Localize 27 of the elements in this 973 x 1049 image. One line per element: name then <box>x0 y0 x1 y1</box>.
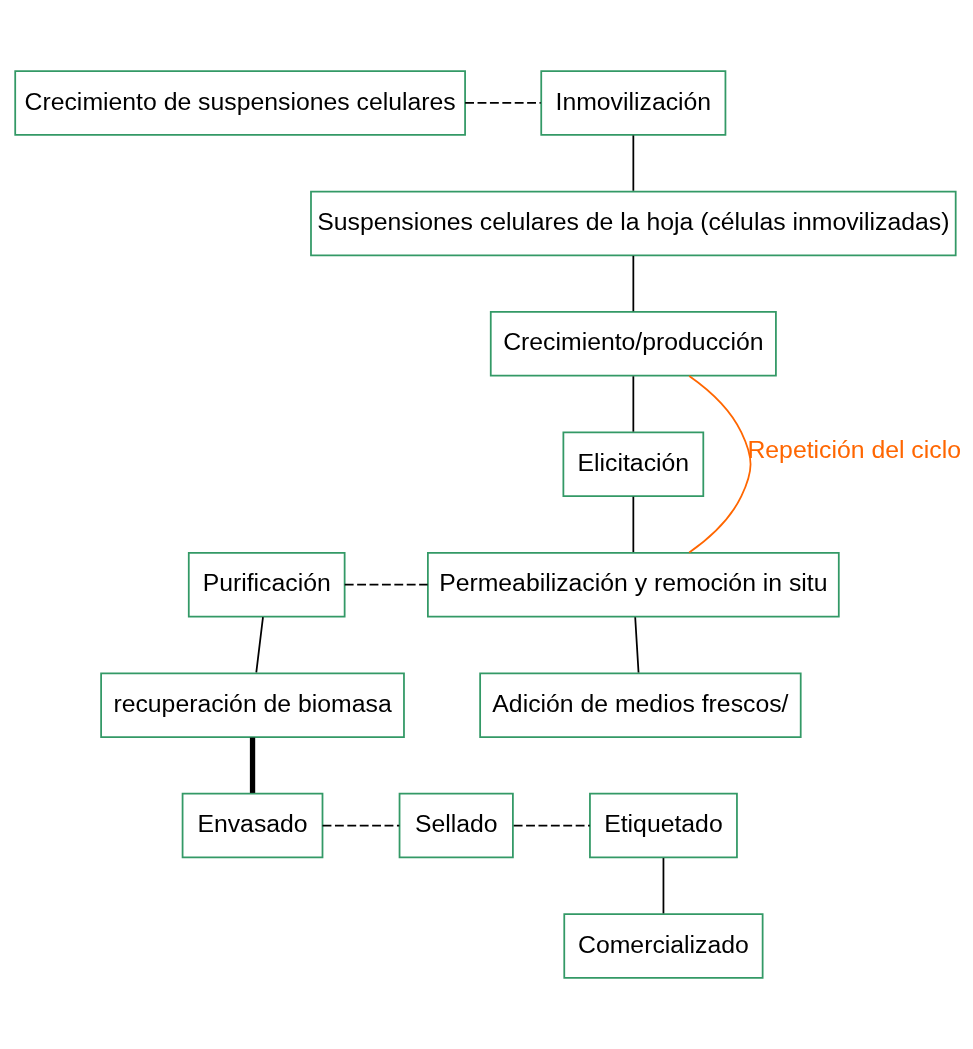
node-box: Permeabilización y remoción in situ <box>427 551 840 618</box>
node-box: Comercializado <box>563 913 764 979</box>
node-box: recuperación de biomasa <box>100 672 405 738</box>
node-box: Crecimiento/producción <box>489 311 777 377</box>
edge-label: Repetición del ciclo <box>747 435 961 463</box>
connector <box>632 134 635 192</box>
connector <box>512 824 591 827</box>
node-box: Purificación <box>187 551 346 618</box>
connector <box>343 583 429 586</box>
connector <box>632 375 635 433</box>
connector <box>632 255 635 313</box>
node-box: Adición de medios frescos/ <box>479 672 802 738</box>
node-box: Inmovilización <box>540 70 727 136</box>
node-box: Envasado <box>181 792 324 859</box>
node-box: Etiquetado <box>589 792 738 859</box>
node-box: Sellado <box>398 792 514 859</box>
connector <box>255 616 264 674</box>
node-box: Crecimiento de suspensiones celulares <box>14 70 466 136</box>
connector <box>249 737 256 793</box>
node-box: Elicitación <box>562 431 705 498</box>
connector <box>662 857 665 915</box>
connector <box>632 495 635 553</box>
connector <box>464 102 542 104</box>
connector <box>688 375 752 554</box>
connector <box>321 824 401 827</box>
node-box: Suspensiones celulares de la hoja (células inmovilizadas) <box>310 190 957 257</box>
connector <box>634 616 640 674</box>
